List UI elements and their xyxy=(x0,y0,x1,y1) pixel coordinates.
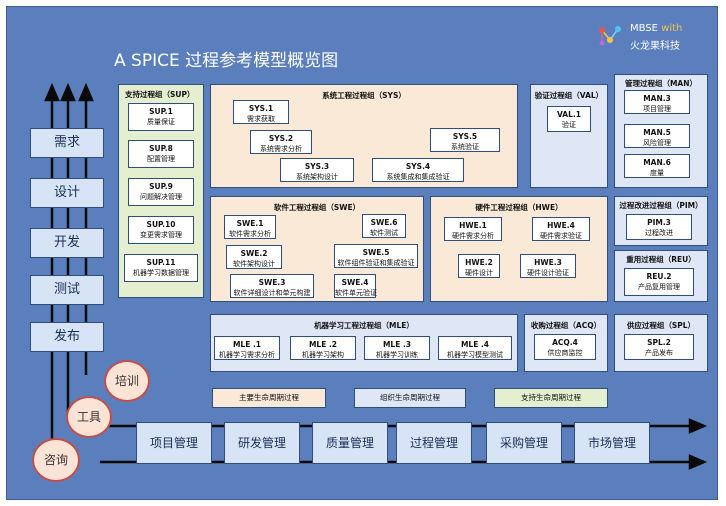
circle-tools: 工具 xyxy=(66,396,112,438)
logo-text-with: with xyxy=(661,23,683,34)
mgmt-process: 过程管理 xyxy=(396,422,472,464)
mgmt-procurement: 采购管理 xyxy=(486,422,562,464)
legend-organizational: 组织生命周期过程 xyxy=(354,388,466,408)
swe-title: 软件工程过程组（SWE） xyxy=(273,203,361,212)
hwe-title: 硬件工程过程组（HWE） xyxy=(475,203,563,212)
network-logo-icon xyxy=(599,26,621,46)
spl-title: 供应过程组（SPL） xyxy=(626,321,696,330)
logo-text-mbse: MBSE xyxy=(630,23,658,34)
company-logo: MBSE with 火龙果科技 xyxy=(598,22,714,52)
mgmt-rnd: 研发管理 xyxy=(224,422,300,464)
pim-title: 过程改进过程组（PIM） xyxy=(619,201,703,210)
mgmt-quality: 质量管理 xyxy=(312,422,388,464)
circle-consulting: 咨询 xyxy=(32,438,80,482)
acq-title: 收购过程组（ACQ） xyxy=(530,321,602,330)
sys-title: 系统工程过程组（SYS） xyxy=(322,91,406,100)
lifecycle-design: 设计 xyxy=(30,178,104,208)
legend-supporting: 支持生命周期过程 xyxy=(494,388,608,408)
reu-title: 重用过程组（REU） xyxy=(626,255,696,264)
mgmt-project: 项目管理 xyxy=(136,422,212,464)
legend-primary: 主要生命周期过程 xyxy=(212,388,326,408)
mgmt-marketing: 市场管理 xyxy=(574,422,650,464)
lifecycle-requirements: 需求 xyxy=(30,128,104,158)
lifecycle-testing: 测试 xyxy=(30,275,104,305)
lifecycle-development: 开发 xyxy=(30,228,104,258)
lifecycle-release: 发布 xyxy=(30,322,104,352)
page-title: A SPICE 过程参考模型概览图 xyxy=(114,51,339,71)
mle-title: 机器学习工程过程组（MLE） xyxy=(314,321,414,330)
val-title: 验证过程组（VAL） xyxy=(534,91,604,100)
val-panel: 验证过程组（VAL） xyxy=(530,84,608,188)
man-title: 管理过程组（MAN） xyxy=(624,79,698,88)
logo-text-company: 火龙果科技 xyxy=(630,41,680,52)
hwe-panel: 硬件工程过程组（HWE） xyxy=(430,196,608,302)
circle-training: 培训 xyxy=(104,360,150,402)
sup-title: 支持过程组（SUP） xyxy=(125,90,195,99)
